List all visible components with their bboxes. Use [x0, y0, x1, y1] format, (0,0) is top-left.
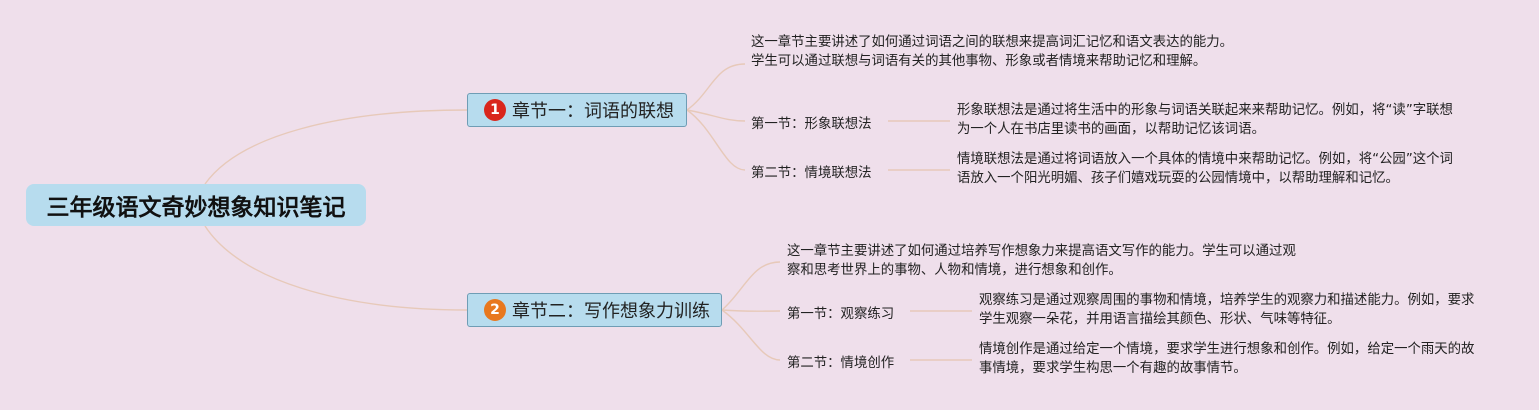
chapter-2-section-2-title: 第二节：情境创作 [787, 356, 895, 371]
connector-root-ch1 [204, 109, 468, 185]
connector-root-ch2 [204, 225, 468, 311]
chapter-1-title: 章节一：词语的联想 [512, 101, 674, 122]
connector-ch1-sec1 [686, 109, 746, 122]
chapter-1-node: 1 章节一：词语的联想 [467, 93, 687, 127]
chapter-1-section-1-detail: 形象联想法是通过将生活中的形象与词语关联起来来帮助记忆。例如，将“读”字联想为一… [957, 103, 1453, 137]
chapter-2-summary: 这一章节主要讲述了如何通过培养写作想象力来提高语文写作的能力。学生可以通过观察和… [787, 244, 1296, 278]
chapter-2-section-1-title: 第一节：观察练习 [787, 307, 895, 322]
chapter-1-summary: 这一章节主要讲述了如何通过词语之间的联想来提高词汇记忆和语文表达的能力。学生可以… [751, 35, 1234, 69]
chapter-1-number-badge: 1 [484, 99, 506, 121]
connector-ch1-sec2 [686, 109, 746, 171]
root-node: 三年级语文奇妙想象知识笔记 [26, 184, 366, 226]
connector-ch2-sec2 [721, 309, 781, 361]
chapter-2-title: 章节二：写作想象力训练 [512, 301, 710, 322]
chapter-2-number-badge: 2 [484, 299, 506, 321]
chapter-2-section-2-detail: 情境创作是通过给定一个情境，要求学生进行想象和创作。例如，给定一个雨天的故事情境… [979, 342, 1475, 376]
connector-ch2-sec1 [721, 309, 781, 312]
chapter-2-node: 2 章节二：写作想象力训练 [467, 293, 722, 327]
connector-ch1-summary [686, 63, 746, 111]
chapter-2-section-1-detail: 观察练习是通过观察周围的事物和情境，培养学生的观察力和描述能力。例如，要求学生观… [979, 293, 1475, 327]
chapter-1-section-2-detail: 情境联想法是通过将词语放入一个具体的情境中来帮助记忆。例如，将“公园”这个词语放… [957, 152, 1453, 186]
chapter-1-section-1-title: 第一节：形象联想法 [751, 117, 872, 132]
chapter-1-section-2-title: 第二节：情境联想法 [751, 166, 872, 181]
connector-ch2-summary [721, 261, 781, 311]
